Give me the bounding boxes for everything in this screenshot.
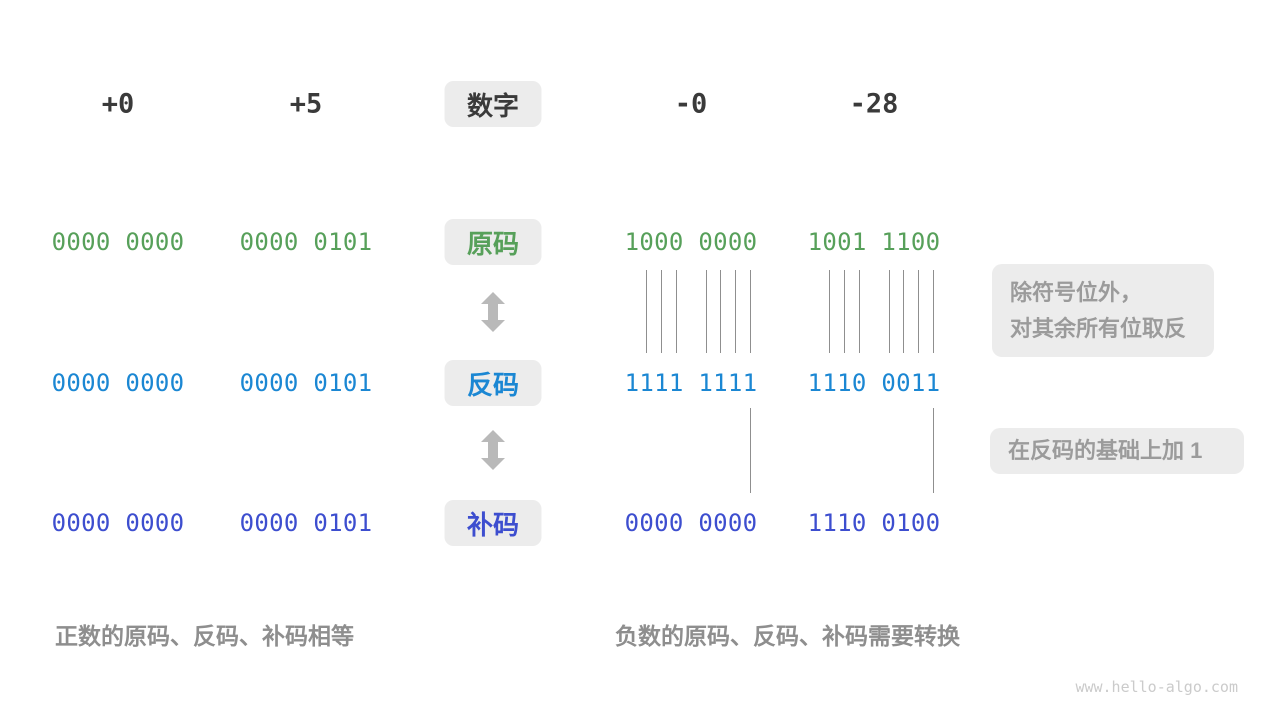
annotation-invert-line2: 对其余所有位取反 — [1010, 315, 1187, 341]
header-plus-zero: +0 — [101, 88, 135, 120]
caption-negative-numbers: 负数的原码、反码、补码需要转换 — [615, 623, 960, 649]
bit-connector-line — [750, 270, 751, 353]
bit-connector-line — [829, 270, 830, 353]
label-number: 数字 — [466, 90, 519, 121]
caption-positive-numbers: 正数的原码、反码、补码相等 — [55, 623, 354, 649]
bit-connector-line — [933, 408, 934, 493]
watermark-url: www.hello-algo.com — [1075, 678, 1238, 696]
bit-connector-line — [933, 270, 934, 353]
bit-connector-line — [918, 270, 919, 353]
label-twos-complement: 补码 — [466, 509, 519, 540]
label-box-ones-complement: 反码 — [444, 360, 542, 406]
bit-connector-line — [676, 270, 677, 353]
annotation-add-one-text: 在反码的基础上加 1 — [1008, 438, 1203, 463]
header-minus-zero: -0 — [674, 88, 708, 120]
sign-magnitude-pos5: 0000 0101 — [239, 228, 373, 256]
double-vertical-arrow-icon — [481, 430, 505, 474]
bit-connector-line — [844, 270, 845, 353]
sign-magnitude-neg28: 1001 1100 — [807, 228, 941, 256]
bit-connector-line — [750, 408, 751, 493]
header-minus-twenty-eight: -28 — [849, 88, 899, 120]
bit-connector-line — [646, 270, 647, 353]
label-box-twos-complement: 补码 — [444, 500, 542, 546]
bit-connector-line — [903, 270, 904, 353]
label-ones-complement: 反码 — [466, 369, 519, 400]
label-box-number: 数字 — [444, 81, 542, 127]
sign-magnitude-pos0: 0000 0000 — [51, 228, 185, 256]
bit-connector-line — [735, 270, 736, 353]
twos-complement-neg0: 0000 0000 — [624, 509, 758, 537]
ones-complement-pos5: 0000 0101 — [239, 369, 373, 397]
twos-complement-pos0: 0000 0000 — [51, 509, 185, 537]
sign-magnitude-neg0: 1000 0000 — [624, 228, 758, 256]
annotation-invert-bits: 除符号位外， 对其余所有位取反 — [992, 264, 1214, 357]
bit-connector-line — [859, 270, 860, 353]
bit-connector-line — [706, 270, 707, 353]
twos-complement-pos5: 0000 0101 — [239, 509, 373, 537]
bit-connector-line — [889, 270, 890, 353]
double-vertical-arrow-icon — [481, 292, 505, 336]
twos-complement-neg28: 1110 0100 — [807, 509, 941, 537]
annotation-invert-line1: 除符号位外， — [1010, 279, 1143, 305]
ones-complement-neg28: 1110 0011 — [807, 369, 941, 397]
label-sign-magnitude: 原码 — [466, 228, 519, 259]
ones-complement-neg0: 1111 1111 — [624, 369, 758, 397]
bit-connector-line — [720, 270, 721, 353]
header-plus-five: +5 — [289, 88, 323, 120]
ones-complement-pos0: 0000 0000 — [51, 369, 185, 397]
label-box-sign-magnitude: 原码 — [444, 219, 542, 265]
annotation-add-one: 在反码的基础上加 1 — [990, 428, 1244, 474]
bit-connector-line — [661, 270, 662, 353]
